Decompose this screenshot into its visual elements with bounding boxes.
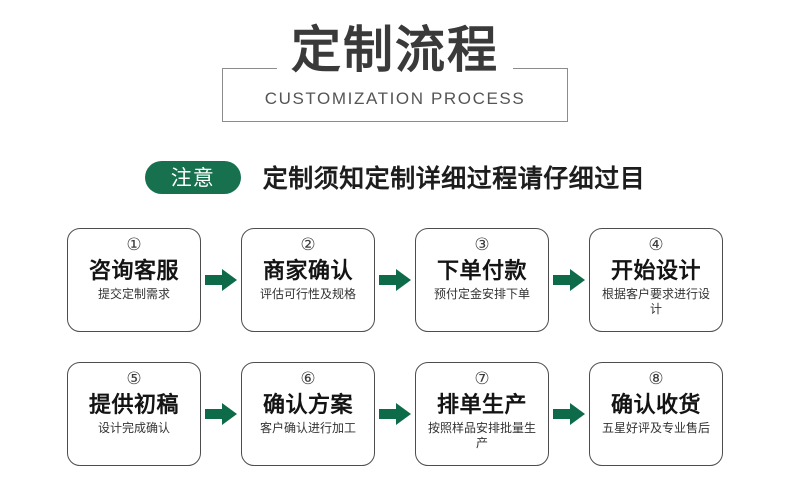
step-number-badge: ② <box>300 235 316 255</box>
step-card-2[interactable]: ② 商家确认评估可行性及规格 <box>241 228 375 332</box>
step-subtitle: 根据客户要求进行设计 <box>601 287 710 316</box>
step-subtitle: 设计完成确认 <box>97 421 170 435</box>
step-number-badge: ④ <box>648 235 664 255</box>
step-title: 确认收货 <box>610 392 701 417</box>
flow-arrow-icon <box>549 228 589 332</box>
step-number-badge: ⑧ <box>648 369 664 389</box>
step-subtitle: 预付定金安排下单 <box>433 287 530 301</box>
step-subtitle: 五星好评及专业售后 <box>601 421 710 435</box>
notice-badge: 注意 <box>144 160 241 194</box>
step-title: 开始设计 <box>610 258 701 283</box>
step-number-badge: ⑦ <box>474 369 490 389</box>
step-title: 商家确认 <box>262 258 353 283</box>
step-number-badge: ① <box>126 235 142 255</box>
step-card-6[interactable]: ⑥ 确认方案客户确认进行加工 <box>241 362 375 466</box>
step-number-badge: ③ <box>474 235 490 255</box>
page-subtitle: CUSTOMIZATION PROCESS <box>264 89 526 108</box>
step-title: 提供初稿 <box>88 392 179 417</box>
step-card-7[interactable]: ⑦ 排单生产按照样品安排批量生产 <box>415 362 549 466</box>
process-row-2: ⑤ 提供初稿设计完成确认 ⑥ 确认方案客户确认进行加工 ⑦ 排单生产按照样品安排批量生产 ⑧… <box>0 362 790 474</box>
step-number-badge: ⑤ <box>126 369 142 389</box>
step-title: 下单付款 <box>436 258 527 283</box>
flow-arrow-icon <box>375 362 415 466</box>
flow-arrow-icon <box>201 228 241 332</box>
notice-row: 注意 定制须知定制详细过程请仔细过目 <box>0 152 790 202</box>
process-row-1: ① 咨询客服提交定制需求 ② 商家确认评估可行性及规格 ③ 下单付款预付定金安排下单 ④ 开始… <box>0 228 790 340</box>
step-card-1[interactable]: ① 咨询客服提交定制需求 <box>67 228 201 332</box>
flow-arrow-icon <box>549 362 589 466</box>
notice-text: 定制须知定制详细过程请仔细过目 <box>262 165 646 193</box>
step-title: 咨询客服 <box>88 258 179 283</box>
step-number-badge: ⑥ <box>300 369 316 389</box>
step-card-3[interactable]: ③ 下单付款预付定金安排下单 <box>415 228 549 332</box>
step-subtitle: 评估可行性及规格 <box>259 287 356 301</box>
step-subtitle: 按照样品安排批量生产 <box>427 421 536 450</box>
page-title-text: 定制流程 <box>277 22 513 78</box>
step-card-4[interactable]: ④ 开始设计根据客户要求进行设计 <box>589 228 723 332</box>
page-title: 定制流程 <box>0 22 790 78</box>
step-title: 确认方案 <box>262 392 353 417</box>
step-card-5[interactable]: ⑤ 提供初稿设计完成确认 <box>67 362 201 466</box>
flow-arrow-icon <box>375 228 415 332</box>
step-subtitle: 客户确认进行加工 <box>259 421 356 435</box>
step-card-8[interactable]: ⑧ 确认收货五星好评及专业售后 <box>589 362 723 466</box>
step-subtitle: 提交定制需求 <box>97 287 170 301</box>
step-title: 排单生产 <box>436 392 527 417</box>
flow-arrow-icon <box>201 362 241 466</box>
page-header: 定制流程 CUSTOMIZATION PROCESS <box>0 0 790 142</box>
